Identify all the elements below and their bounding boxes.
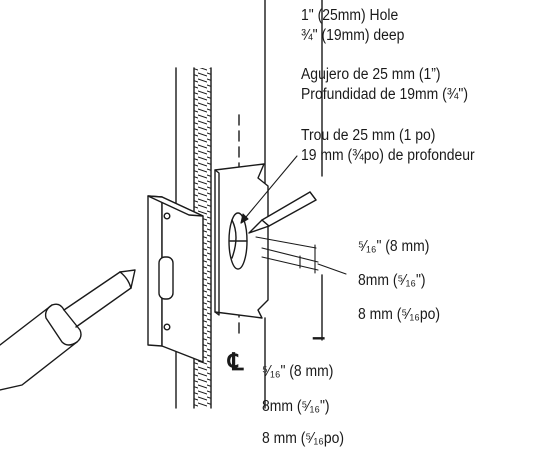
hole-spec-fr-line-2: 19 mm (¾po) de profondeur	[301, 147, 475, 164]
hole-spec-fr-line-1: Trou de 25 mm (1 po)	[301, 127, 436, 144]
offset-spec-fr: 8 mm (⁵⁄₁₆po)	[358, 306, 441, 323]
mortise-recess	[214, 163, 269, 319]
centerline-symbol: ℄	[228, 349, 244, 376]
centerline-spec-en: ⁵⁄₁₆" (8 mm)	[262, 363, 334, 380]
offset-spec-en: ⁵⁄₁₆" (8 mm)	[358, 238, 430, 255]
chisel	[0, 269, 136, 391]
hole-spec-es-line-2: Profundidad de 19mm (¾")	[301, 86, 469, 103]
offset-spec-es: 8mm (⁵⁄₁₆")	[358, 272, 426, 289]
centerline-spec-fr: 8 mm (⁵⁄₁₆po)	[262, 430, 345, 447]
centerline-dash: –	[312, 324, 326, 351]
hole-spec-en-line-1: 1" (25mm) Hole	[301, 7, 399, 24]
centerline-spec-es: 8mm (⁵⁄₁₆")	[262, 398, 330, 415]
hole-spec-en-line-2: ¾" (19mm) deep	[301, 27, 405, 44]
leader-lines	[240, 155, 347, 275]
strike-plate	[147, 195, 204, 363]
hole-spec-es-line-1: Agujero de 25 mm (1”)	[301, 66, 441, 83]
pencil	[248, 191, 317, 234]
